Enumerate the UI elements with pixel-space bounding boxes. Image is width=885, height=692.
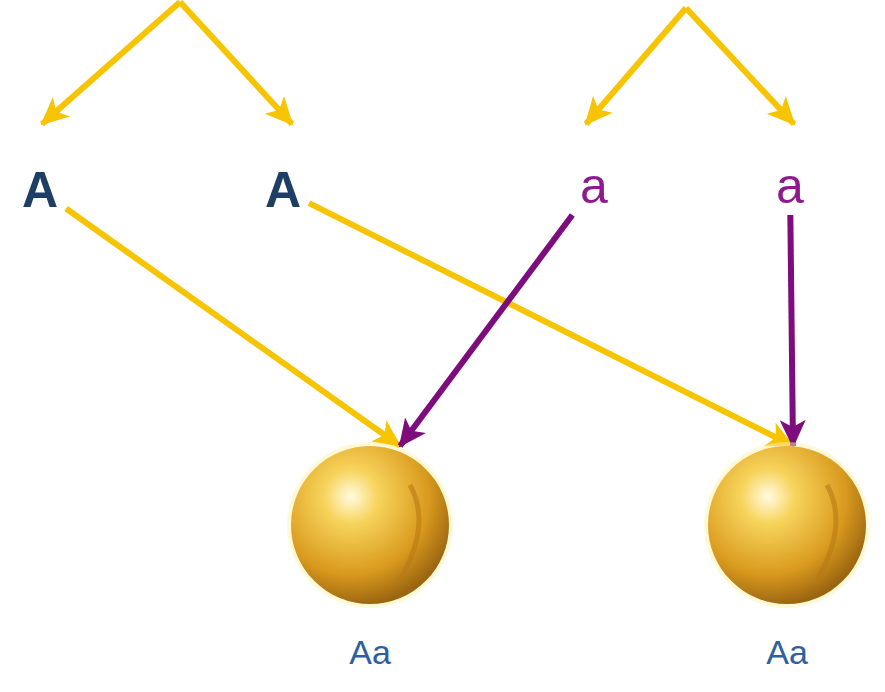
inheritance-arrow (66, 209, 400, 446)
allele-letter-text: A (22, 165, 58, 215)
inheritance-arrow (309, 203, 793, 446)
allele-letter: a (770, 159, 810, 213)
allele-letter-text: a (580, 161, 608, 211)
allele-letter-text: A (265, 165, 301, 215)
allele-letter-text: a (776, 161, 804, 211)
pea-illustration (692, 430, 882, 620)
pea-seed: Aa (275, 430, 465, 690)
inheritance-arrow (790, 215, 793, 446)
genotype-label: Aa (275, 634, 465, 671)
pea-seed: Aa (692, 430, 882, 690)
pea-glow (287, 442, 453, 608)
parent-arrow (586, 8, 686, 124)
pea-body (291, 446, 449, 604)
inheritance-arrow (400, 215, 572, 446)
allele-letter: A (16, 163, 64, 217)
allele-letter: A (259, 163, 307, 217)
genotype-label: Aa (692, 634, 882, 671)
parent-arrow (180, 2, 292, 124)
pea-crease (817, 485, 836, 580)
parent-arrow (686, 8, 794, 124)
pea-glow (704, 442, 870, 608)
allele-letter: a (574, 159, 614, 213)
pea-body (708, 446, 866, 604)
parent-arrow (42, 2, 180, 124)
pea-crease (400, 485, 419, 580)
pea-illustration (275, 430, 465, 620)
